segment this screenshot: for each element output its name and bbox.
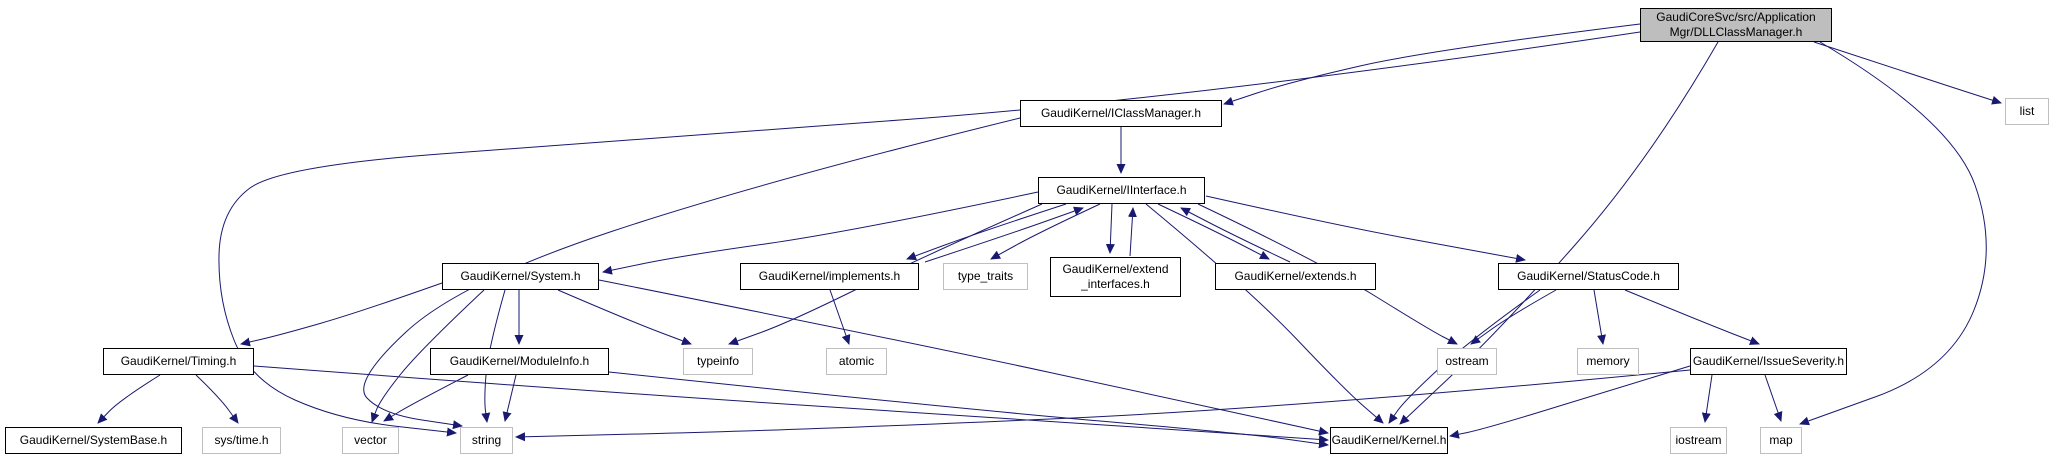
edge-implements-to-atomic — [829, 289, 851, 345]
node-typeinfo[interactable]: typeinfo — [683, 348, 753, 375]
edge-issueseverity-to-map — [1764, 374, 1783, 422]
node-root: GaudiCoreSvc/src/Application Mgr/DLLClas… — [1640, 8, 1832, 42]
edge-system-to-timing — [240, 282, 443, 347]
node-list[interactable]: list — [2005, 98, 2049, 125]
node-systembase[interactable]: GaudiKernel/SystemBase.h — [5, 427, 182, 454]
node-type_traits[interactable]: type_traits — [943, 263, 1028, 290]
node-map[interactable]: map — [1760, 427, 1802, 454]
edge-implements-to-iinterface — [924, 206, 1084, 263]
edge-iinterface-to-system — [602, 191, 1039, 275]
node-vector[interactable]: vector — [342, 427, 399, 454]
node-memory[interactable]: memory — [1577, 348, 1639, 375]
node-iclassmanager[interactable]: GaudiKernel/IClassManager.h — [1020, 100, 1222, 127]
node-systime[interactable]: sys/time.h — [202, 427, 281, 454]
node-extends[interactable]: GaudiKernel/extends.h — [1215, 263, 1376, 290]
node-statuscode[interactable]: GaudiKernel/StatusCode.h — [1498, 263, 1679, 290]
edge-moduleinfo-to-string — [502, 374, 517, 422]
edge-timing-to-systembase — [97, 374, 161, 424]
edge-timing-to-kernel — [253, 365, 1329, 444]
edge-issueseverity-to-string — [515, 369, 1691, 442]
edge-iinterface-to-extend_interfaces — [1105, 203, 1115, 254]
edge-timing-to-systime — [195, 374, 239, 424]
edge-iinterface-to-kernel — [1145, 203, 1384, 424]
node-implements[interactable]: GaudiKernel/implements.h — [740, 263, 919, 290]
edge-extends-to-iinterface — [1180, 207, 1291, 263]
edge-statuscode-to-memory — [1593, 289, 1606, 345]
node-moduleinfo[interactable]: GaudiKernel/ModuleInfo.h — [430, 348, 609, 375]
node-issueseverity[interactable]: GaudiKernel/IssueSeverity.h — [1690, 348, 1847, 375]
node-atomic[interactable]: atomic — [826, 348, 887, 375]
edge-extend_interfaces-to-iinterface — [1127, 207, 1137, 257]
edge-root-to-list — [1813, 41, 2002, 105]
node-timing[interactable]: GaudiKernel/Timing.h — [103, 348, 254, 375]
edge-system-to-kernel — [598, 279, 1329, 436]
edge-issueseverity-to-iostream — [1701, 374, 1713, 423]
edge-system-to-typeinfo — [557, 289, 692, 346]
edge-issueseverity-to-kernel — [1449, 365, 1691, 439]
edge-root-to-iclassmanager — [1223, 23, 1641, 106]
node-kernel[interactable]: GaudiKernel/Kernel.h — [1330, 427, 1448, 454]
edge-iinterface-to-implements — [906, 203, 1067, 261]
edge-system-to-vector — [370, 289, 485, 423]
node-extend_interfaces[interactable]: GaudiKernel/extend _interfaces.h — [1050, 257, 1181, 297]
edge-iinterface-to-extends — [1157, 203, 1270, 260]
node-system[interactable]: GaudiKernel/System.h — [442, 263, 599, 290]
edge-statuscode-to-issueseverity — [1624, 289, 1760, 345]
node-ostream[interactable]: ostream — [1437, 348, 1497, 375]
node-iinterface[interactable]: GaudiKernel/IInterface.h — [1038, 177, 1205, 204]
edge-statuscode-to-ostream — [1470, 289, 1557, 345]
node-iostream[interactable]: iostream — [1670, 427, 1727, 454]
node-string[interactable]: string — [460, 427, 513, 454]
edge-root-to-map — [1799, 41, 1987, 426]
edge-moduleinfo-to-kernel — [608, 371, 1329, 449]
edge-moduleinfo-to-vector — [383, 374, 469, 422]
edge-iinterface-to-statuscode — [1205, 195, 1526, 263]
edge-iinterface-to-type_traits — [990, 203, 1101, 260]
